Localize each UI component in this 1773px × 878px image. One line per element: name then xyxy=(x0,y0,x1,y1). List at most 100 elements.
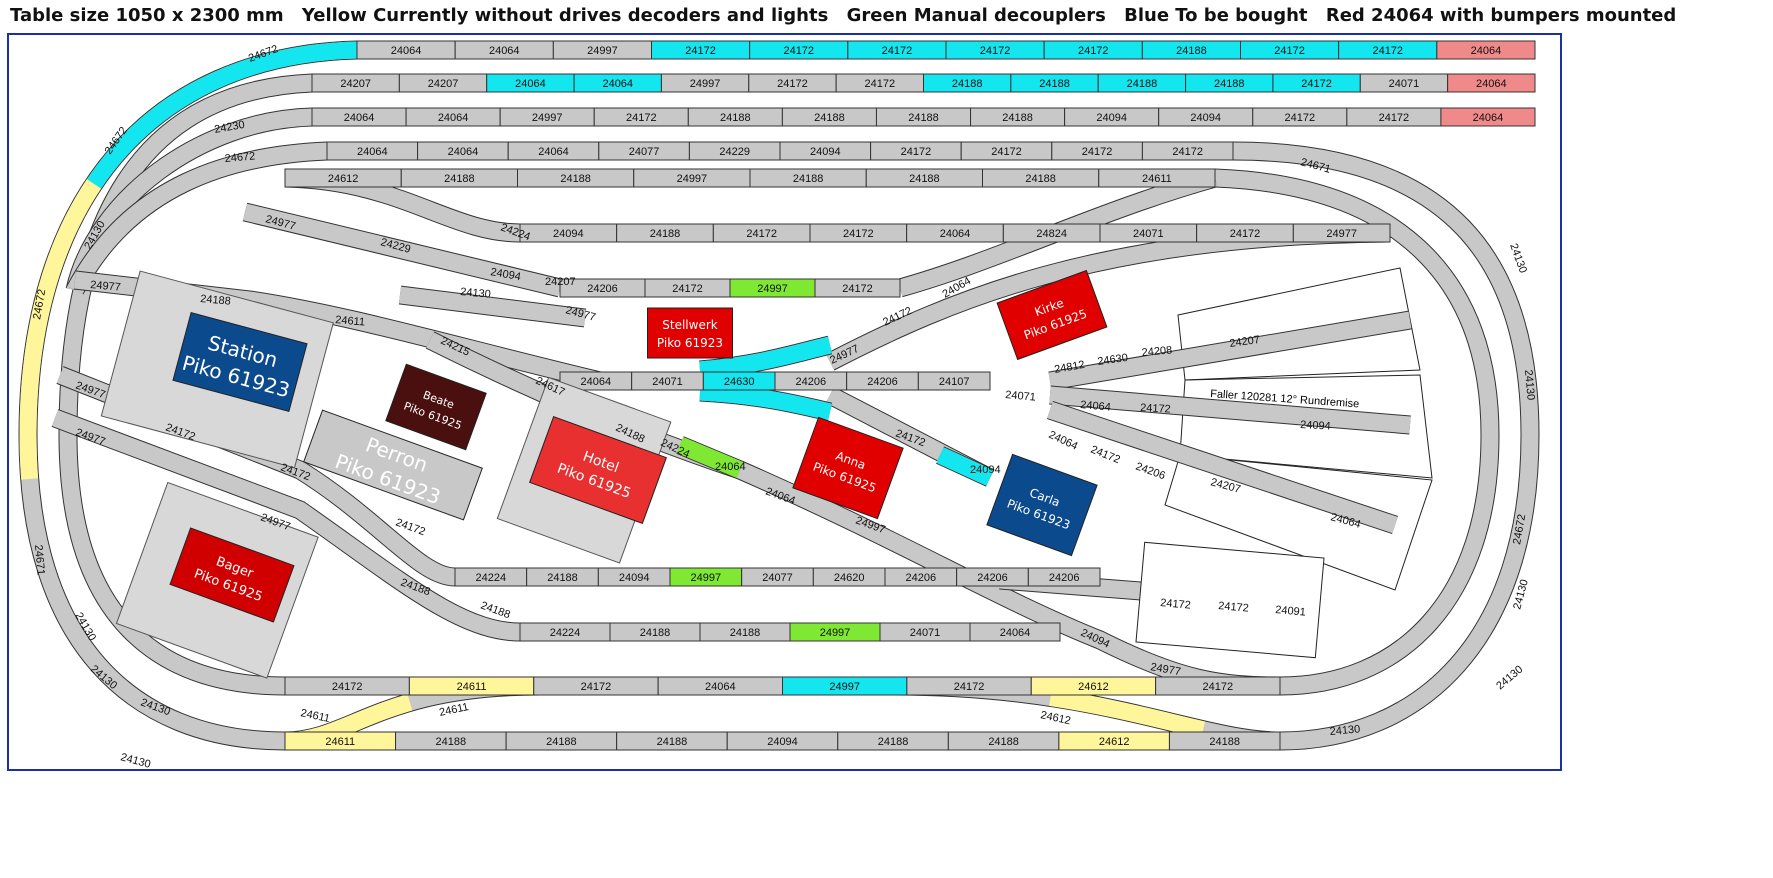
track-piece-24064[interactable]: 24064 xyxy=(906,223,1004,243)
track-piece-24094[interactable]: 24094 xyxy=(519,223,618,243)
track-piece-24188[interactable]: 24188 xyxy=(1010,73,1099,93)
track-piece-24064[interactable]: 24064 xyxy=(405,107,501,127)
track-piece-24188[interactable]: 24188 xyxy=(1168,731,1281,751)
track-piece-24064[interactable]: 24064 xyxy=(486,73,575,93)
track-piece-24064[interactable]: 24064 xyxy=(326,141,419,161)
track-piece-24997[interactable]: 24997 xyxy=(782,676,908,696)
track-piece-24997[interactable]: 24997 xyxy=(552,40,652,60)
track-piece-24064[interactable]: 24064 xyxy=(559,371,633,391)
track-piece-24107[interactable]: 24107 xyxy=(917,371,991,391)
track-piece-24207[interactable]: 24207 xyxy=(398,73,488,93)
track-piece-24188[interactable]: 24188 xyxy=(395,731,507,751)
track-piece-24207[interactable]: 24207 xyxy=(311,73,400,93)
track-piece-24224[interactable]: 24224 xyxy=(519,622,611,642)
track-piece-24077[interactable]: 24077 xyxy=(598,141,690,161)
track-piece-24172[interactable]: 24172 xyxy=(906,676,1032,696)
track-piece-24172[interactable]: 24172 xyxy=(593,107,689,127)
track-piece-24172[interactable]: 24172 xyxy=(748,73,837,93)
track-piece-24997[interactable]: 24997 xyxy=(633,168,751,188)
track-piece-24172[interactable]: 24172 xyxy=(809,223,908,243)
track-piece-24172[interactable]: 24172 xyxy=(870,141,962,161)
track-piece-24172[interactable]: 24172 xyxy=(945,40,1045,60)
track-piece-24064[interactable]: 24064 xyxy=(657,676,783,696)
track-piece-24071[interactable]: 24071 xyxy=(1099,223,1198,243)
track-piece-24206[interactable]: 24206 xyxy=(1027,567,1101,587)
track-piece-24630[interactable]: 24630 xyxy=(702,371,776,391)
track-piece-24172[interactable]: 24172 xyxy=(1051,141,1143,161)
track-piece-24188[interactable]: 24188 xyxy=(749,168,867,188)
track-piece-24188[interactable]: 24188 xyxy=(505,731,618,751)
track-piece-24064[interactable]: 24064 xyxy=(969,622,1061,642)
track-piece-24172[interactable]: 24172 xyxy=(749,40,849,60)
track-piece-24206[interactable]: 24206 xyxy=(774,371,848,391)
track-piece-24620[interactable]: 24620 xyxy=(812,567,886,587)
track-piece-24188[interactable]: 24188 xyxy=(616,223,714,243)
track-piece-24172[interactable]: 24172 xyxy=(1196,223,1294,243)
track-piece-24064[interactable]: 24064 xyxy=(417,141,509,161)
track-piece-24206[interactable]: 24206 xyxy=(846,371,919,391)
track-piece-24612[interactable]: 24612 xyxy=(1058,731,1170,751)
track-piece-24188[interactable]: 24188 xyxy=(982,168,1100,188)
track-piece-24188[interactable]: 24188 xyxy=(947,731,1060,751)
track-piece-24172[interactable]: 24172 xyxy=(847,40,947,60)
track-piece-24064[interactable]: 24064 xyxy=(573,73,662,93)
track-piece-24188[interactable]: 24188 xyxy=(1097,73,1187,93)
track-piece-24064[interactable]: 24064 xyxy=(311,107,407,127)
track-piece-24172[interactable]: 24172 xyxy=(1346,107,1442,127)
track-piece-24224[interactable]: 24224 xyxy=(454,567,528,587)
track-piece-24612[interactable]: 24612 xyxy=(284,168,402,188)
track-piece-24071[interactable]: 24071 xyxy=(1359,73,1449,93)
track-piece-24188[interactable]: 24188 xyxy=(699,622,791,642)
track-piece-24172[interactable]: 24172 xyxy=(644,278,731,298)
track-piece-24206[interactable]: 24206 xyxy=(956,567,1029,587)
track-piece-24611[interactable]: 24611 xyxy=(1098,168,1216,188)
track-piece-24612[interactable]: 24612 xyxy=(1030,676,1157,696)
track-piece-24172[interactable]: 24172 xyxy=(1338,40,1438,60)
track-piece-24997[interactable]: 24997 xyxy=(729,278,816,298)
track-piece-24094[interactable]: 24094 xyxy=(1064,107,1160,127)
track-piece-24188[interactable]: 24188 xyxy=(1185,73,1274,93)
track-piece-24094[interactable]: 24094 xyxy=(779,141,872,161)
track-piece-24172[interactable]: 24172 xyxy=(712,223,811,243)
track-piece-24824[interactable]: 24824 xyxy=(1002,223,1101,243)
track-piece-24188[interactable]: 24188 xyxy=(875,107,972,127)
track-piece-24188[interactable]: 24188 xyxy=(781,107,877,127)
track-piece-24064[interactable]: 24064 xyxy=(1436,40,1536,60)
track-piece-24188[interactable]: 24188 xyxy=(865,168,983,188)
track-piece-24188[interactable]: 24188 xyxy=(609,622,701,642)
track-piece-24172[interactable]: 24172 xyxy=(1043,40,1143,60)
track-piece-24997[interactable]: 24997 xyxy=(660,73,750,93)
track-piece-24229[interactable]: 24229 xyxy=(688,141,781,161)
track-piece-24094[interactable]: 24094 xyxy=(726,731,839,751)
track-piece-24064[interactable]: 24064 xyxy=(1447,73,1536,93)
track-piece-24172[interactable]: 24172 xyxy=(835,73,925,93)
track-piece-24188[interactable]: 24188 xyxy=(1141,40,1242,60)
track-piece-24094[interactable]: 24094 xyxy=(597,567,671,587)
track-piece-24172[interactable]: 24172 xyxy=(1252,107,1348,127)
track-piece-24977[interactable]: 24977 xyxy=(1292,223,1391,243)
track-piece-24071[interactable]: 24071 xyxy=(879,622,971,642)
track-piece-24172[interactable]: 24172 xyxy=(284,676,410,696)
track-piece-24188[interactable]: 24188 xyxy=(526,567,599,587)
track-piece-24188[interactable]: 24188 xyxy=(616,731,728,751)
track-piece-24611[interactable]: 24611 xyxy=(284,731,397,751)
track-piece-24206[interactable]: 24206 xyxy=(884,567,958,587)
track-piece-24071[interactable]: 24071 xyxy=(631,371,704,391)
track-piece-24188[interactable]: 24188 xyxy=(837,731,949,751)
track-piece-24997[interactable]: 24997 xyxy=(789,622,881,642)
track-piece-24172[interactable]: 24172 xyxy=(533,676,659,696)
track-piece-24064[interactable]: 24064 xyxy=(507,141,600,161)
track-piece-24172[interactable]: 24172 xyxy=(1240,40,1340,60)
track-piece-24997[interactable]: 24997 xyxy=(669,567,743,587)
track-piece-24172[interactable]: 24172 xyxy=(960,141,1053,161)
track-piece-24188[interactable]: 24188 xyxy=(970,107,1066,127)
track-piece-24172[interactable]: 24172 xyxy=(1155,676,1281,696)
